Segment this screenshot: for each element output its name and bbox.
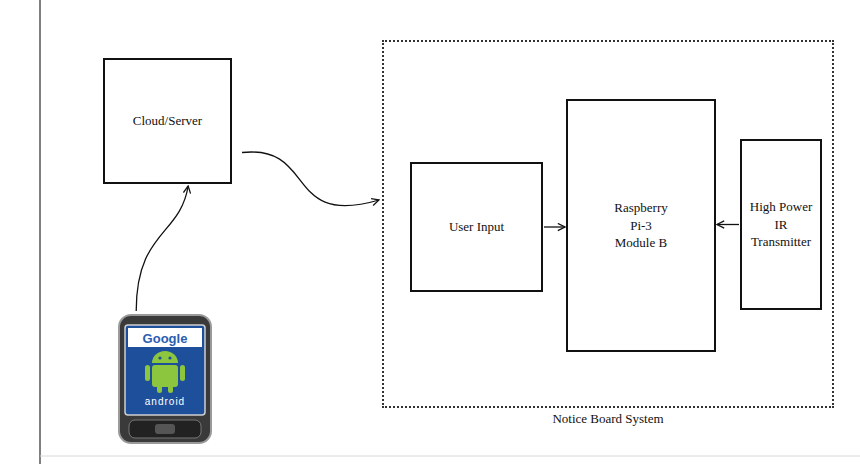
phone-part [152, 365, 178, 387]
node-label: Google [117, 332, 213, 345]
node-label: Raspberry Pi-3 Module B [610, 199, 672, 252]
flow-arrow [717, 224, 739, 225]
server-box: Cloud/Server [103, 58, 232, 184]
controller-box: Raspberry Pi-3 Module B [566, 99, 716, 352]
transmitter-box: High Power IR Transmitter [740, 139, 822, 310]
phone-part [158, 356, 161, 359]
phone-part [168, 385, 173, 393]
flow-arrow [242, 152, 379, 206]
flow-arrow [544, 226, 565, 227]
node-label: Notice Board System [384, 410, 832, 428]
android-phone: Google android [117, 313, 213, 445]
system-boundary: Notice Board SystemUser InputRaspberry P… [382, 40, 834, 408]
phone-part [145, 365, 150, 381]
frame-line [40, 456, 860, 457]
frame-line [39, 0, 41, 464]
flow-arrow [136, 186, 188, 311]
node-label: User Input [449, 218, 504, 236]
phone-part [157, 385, 162, 393]
node-label: High Power IR Transmitter [748, 198, 814, 251]
node-label: android [117, 397, 213, 407]
phone-part [168, 356, 171, 359]
phone-part [129, 420, 201, 438]
input-box: User Input [410, 162, 543, 292]
phone-part [180, 365, 185, 381]
node-label: Cloud/Server [133, 112, 202, 130]
phone-part [155, 424, 175, 434]
phone-part [152, 351, 178, 363]
